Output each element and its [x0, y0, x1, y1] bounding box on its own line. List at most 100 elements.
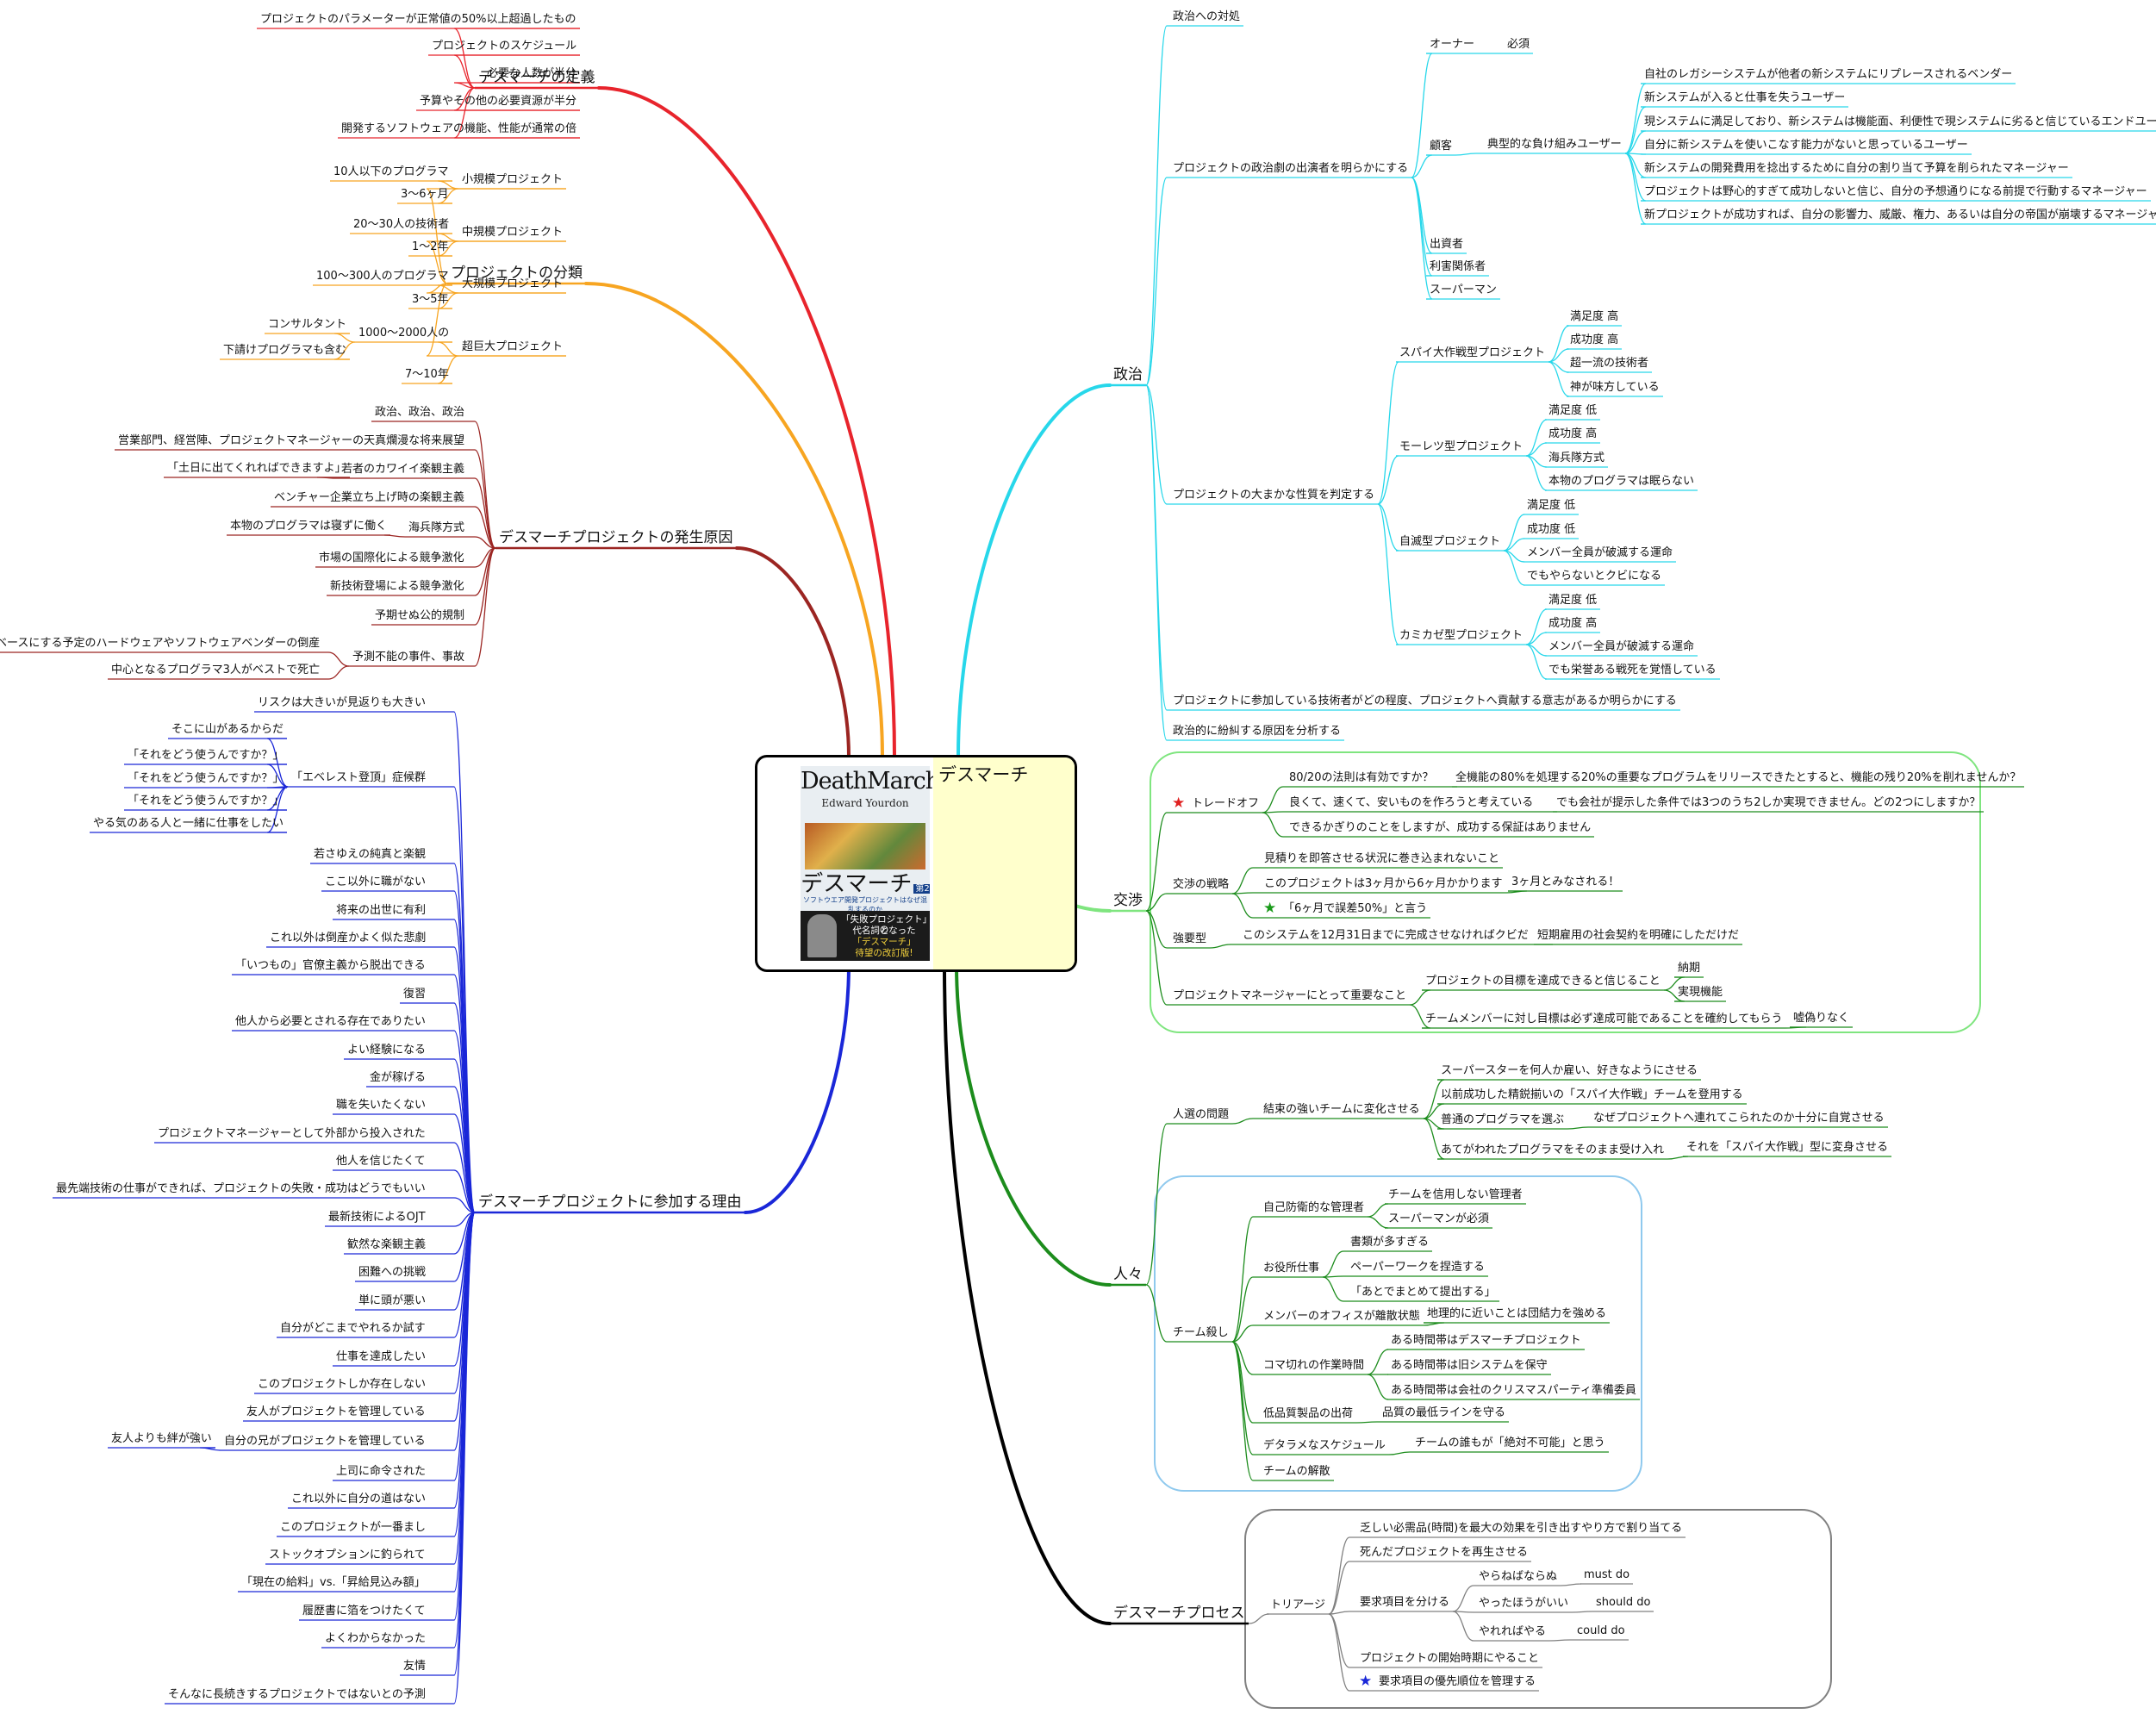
node-n6d1a[interactable]: 納期: [1678, 962, 1701, 975]
node-n5b2[interactable]: 顧客: [1430, 140, 1453, 153]
node-n4w[interactable]: 友人がプロジェクトを管理している: [246, 1405, 426, 1418]
node-n3e1[interactable]: 本物のプログラマは寝ずに働く: [230, 520, 388, 533]
node-n3[interactable]: デスマーチプロジェクトの発生原因: [499, 529, 733, 546]
node-n5c1[interactable]: スパイ大作戦型プロジェクト: [1399, 346, 1546, 359]
node-n7a1c[interactable]: 普通のプログラマを選ぶ: [1441, 1113, 1565, 1126]
node-n5c4d[interactable]: でも栄誉ある戦死を覚悟している: [1548, 664, 1717, 676]
node-n4ac[interactable]: 「現在の給料」vs.「昇給見込み額」: [241, 1576, 426, 1589]
node-n5b2a7[interactable]: 新プロジェクトが成功すれば、自分の影響力、威厳、権力、あるいは自分の帝国が崩壊す…: [1644, 209, 2156, 221]
node-n5c1b[interactable]: 成功度 高: [1570, 333, 1619, 346]
node-n7b2a[interactable]: 書類が多すぎる: [1350, 1236, 1430, 1249]
node-n6b2a[interactable]: 3ヶ月とみなされる！: [1511, 876, 1620, 888]
node-n5b1[interactable]: オーナー: [1430, 38, 1475, 51]
node-n5b2a2[interactable]: 新システムが入ると仕事を失うユーザー: [1644, 91, 1846, 104]
node-n1a[interactable]: プロジェクトのパラメーターが正常値の50%以上超過したもの: [260, 13, 576, 26]
node-n4d[interactable]: ここ以外に職がない: [325, 876, 427, 888]
node-n7b3[interactable]: メンバーのオフィスが離散状態: [1263, 1310, 1420, 1323]
node-n1c[interactable]: 必要な人数が半分: [487, 67, 577, 80]
node-n5b[interactable]: プロジェクトの政治劇の出演者を明らかにする: [1173, 162, 1409, 175]
node-n5c2b[interactable]: 成功度 高: [1548, 427, 1598, 440]
node-n5c2c[interactable]: 海兵隊方式: [1548, 452, 1605, 464]
node-n3c[interactable]: 若者のカワイイ楽観主義: [341, 463, 465, 476]
node-n4f[interactable]: これ以外は倒産かよく似た悲劇: [270, 932, 427, 944]
node-n8a3c[interactable]: やれればやる: [1479, 1625, 1547, 1638]
node-n7b6a[interactable]: チームの誰もが「絶対不可能」と思う: [1415, 1437, 1605, 1449]
node-n6c[interactable]: 強要型: [1173, 932, 1207, 945]
node-n2a[interactable]: 小規模プロジェクト: [462, 173, 564, 186]
node-n5c1d[interactable]: 神が味方している: [1570, 381, 1660, 394]
node-n4a[interactable]: リスクは大きいが見返りも大きい: [258, 696, 427, 709]
node-n3i1[interactable]: ベースにする予定のハードウェアやソフトウェアベンダーの倒産: [0, 637, 321, 650]
node-n1e[interactable]: 開発するソフトウェアの機能、性能が通常の倍: [341, 122, 577, 135]
node-n4b2[interactable]: 「それをどう使うんですか？」: [128, 749, 284, 762]
node-n2d1[interactable]: 1000〜2000人の: [358, 327, 450, 340]
node-n8a1[interactable]: 乏しい必需品(時間)を最大の効果を引き出すやり方で割り当てる: [1360, 1522, 1683, 1535]
node-n2d1b[interactable]: 下請けプログラマも含む: [223, 344, 347, 357]
node-n2c1[interactable]: 100〜300人のプログラマ: [316, 270, 449, 283]
node-n3d[interactable]: ベンチャー企業立ち上げ時の楽観主義: [274, 491, 464, 504]
node-n4h[interactable]: 復習: [403, 988, 427, 1000]
node-n6c1[interactable]: このシステムを12月31日までに完成させなければクビだ: [1243, 929, 1529, 942]
node-n7a1[interactable]: 結束の強いチームに変化させる: [1263, 1103, 1420, 1116]
node-n8a3[interactable]: 要求項目を分ける: [1360, 1596, 1450, 1609]
node-n8a[interactable]: トリアージ: [1270, 1599, 1325, 1611]
node-n7b4b[interactable]: ある時間帯は旧システムを保守: [1391, 1359, 1548, 1372]
node-n4p[interactable]: 最新技術によるOJT: [328, 1211, 426, 1224]
node-n4g[interactable]: 「いつもの」官僚主義から脱出できる: [235, 959, 426, 972]
node-n4aa[interactable]: このプロジェクトが一番まし: [280, 1521, 427, 1534]
node-n8[interactable]: デスマーチプロセス: [1113, 1605, 1245, 1622]
node-n7b2c[interactable]: 「あとでまとめて提出する」: [1350, 1286, 1496, 1299]
node-n4k[interactable]: 金が稼げる: [370, 1071, 427, 1084]
node-n5b2a[interactable]: 典型的な負け組みユーザー: [1487, 138, 1622, 151]
node-n5c3d[interactable]: でもやらないとクビになる: [1527, 570, 1662, 583]
node-n1d[interactable]: 予算やその他の必要資源が半分: [420, 95, 577, 108]
node-n5c2[interactable]: モーレツ型プロジェクト: [1399, 440, 1524, 453]
node-n6d1b[interactable]: 実現機能: [1678, 986, 1723, 999]
node-n6b1[interactable]: 見積りを即答させる状況に巻き込まれないこと: [1264, 852, 1500, 865]
node-n7b1a[interactable]: チームを信用しない管理者: [1388, 1188, 1523, 1201]
node-n5[interactable]: 政治: [1113, 366, 1143, 383]
node-n5c4b[interactable]: 成功度 高: [1548, 617, 1598, 630]
node-n5b3[interactable]: 出資者: [1430, 238, 1464, 251]
node-n2b2[interactable]: 1〜2年: [412, 240, 449, 253]
node-n5b5[interactable]: スーパーマン: [1430, 284, 1497, 296]
node-n6d2a[interactable]: 嘘偽りなく: [1793, 1012, 1850, 1025]
node-n4r[interactable]: 困難への挑戦: [358, 1266, 427, 1279]
node-n4b1[interactable]: そこに山があるからだ: [171, 723, 284, 736]
node-n2c[interactable]: 大規模プロジェクト: [462, 277, 564, 290]
node-n4m[interactable]: プロジェクトマネージャーとして外部から投入された: [158, 1127, 426, 1140]
node-n6d2[interactable]: チームメンバーに対し目標は必ず達成可能であることを確約してもらう: [1425, 1013, 1783, 1025]
node-n6a2[interactable]: 良くて、速くて、安いものを作ろうと考えている: [1289, 796, 1534, 809]
node-n7a1a[interactable]: スーパースターを何人か雇い、好きなようにさせる: [1441, 1064, 1698, 1077]
node-n4i[interactable]: 他人から必要とされる存在でありたい: [235, 1015, 426, 1028]
node-n4b4[interactable]: 「それをどう使うんですか？」: [128, 795, 284, 807]
node-n3i[interactable]: 予測不能の事件、事故: [352, 651, 465, 664]
node-n4c[interactable]: 若さゆえの純真と楽観: [314, 848, 427, 861]
node-n3a[interactable]: 政治、政治、政治: [375, 406, 465, 419]
node-n4ae[interactable]: よくわからなかった: [325, 1632, 427, 1645]
node-n6b2[interactable]: このプロジェクトは3ヶ月から6ヶ月かかります: [1264, 877, 1503, 890]
node-n6a[interactable]: トレードオフ: [1192, 797, 1260, 810]
node-n2a2[interactable]: 3〜6ヶ月: [401, 188, 449, 201]
node-n3c1[interactable]: 「土日に出てくれればできますよ」: [167, 462, 346, 475]
node-n5c4a[interactable]: 満足度 低: [1548, 594, 1598, 607]
node-n4x[interactable]: 自分の兄がプロジェクトを管理している: [224, 1435, 426, 1448]
node-n7b5[interactable]: 低品質製品の出荷: [1263, 1407, 1354, 1420]
node-n2d1a[interactable]: コンサルタント: [268, 318, 347, 331]
node-n1[interactable]: デスマーチの定義: [478, 69, 595, 86]
node-n4ad[interactable]: 履歴書に箔をつけたくて: [302, 1605, 426, 1617]
node-n2[interactable]: プロジェクトの分類: [451, 265, 583, 282]
node-n5c2d[interactable]: 本物のプログラマは眠らない: [1548, 475, 1695, 488]
node-n2d[interactable]: 超巨大プロジェクト: [462, 340, 564, 353]
node-n2c2[interactable]: 3〜5年: [412, 293, 449, 306]
node-n7b1[interactable]: 自己防衛的な管理者: [1263, 1201, 1365, 1214]
node-n5c3[interactable]: 自滅型プロジェクト: [1399, 535, 1501, 548]
node-n4x1[interactable]: 友人よりも絆が強い: [111, 1432, 212, 1445]
node-n2d2[interactable]: 7〜10年: [405, 368, 449, 381]
node-n4j[interactable]: よい経験になる: [347, 1044, 427, 1056]
node-n7b4c[interactable]: ある時間帯は会社のクリスマスパーティ準備委員: [1391, 1384, 1636, 1397]
node-n5c2a[interactable]: 満足度 低: [1548, 404, 1598, 417]
node-n7a1b[interactable]: 以前成功した精鋭揃いの「スパイ大作戦」チームを登用する: [1441, 1088, 1743, 1101]
node-n3g[interactable]: 新技術登場による競争激化: [330, 580, 464, 593]
node-n2b1[interactable]: 20〜30人の技術者: [353, 218, 450, 231]
